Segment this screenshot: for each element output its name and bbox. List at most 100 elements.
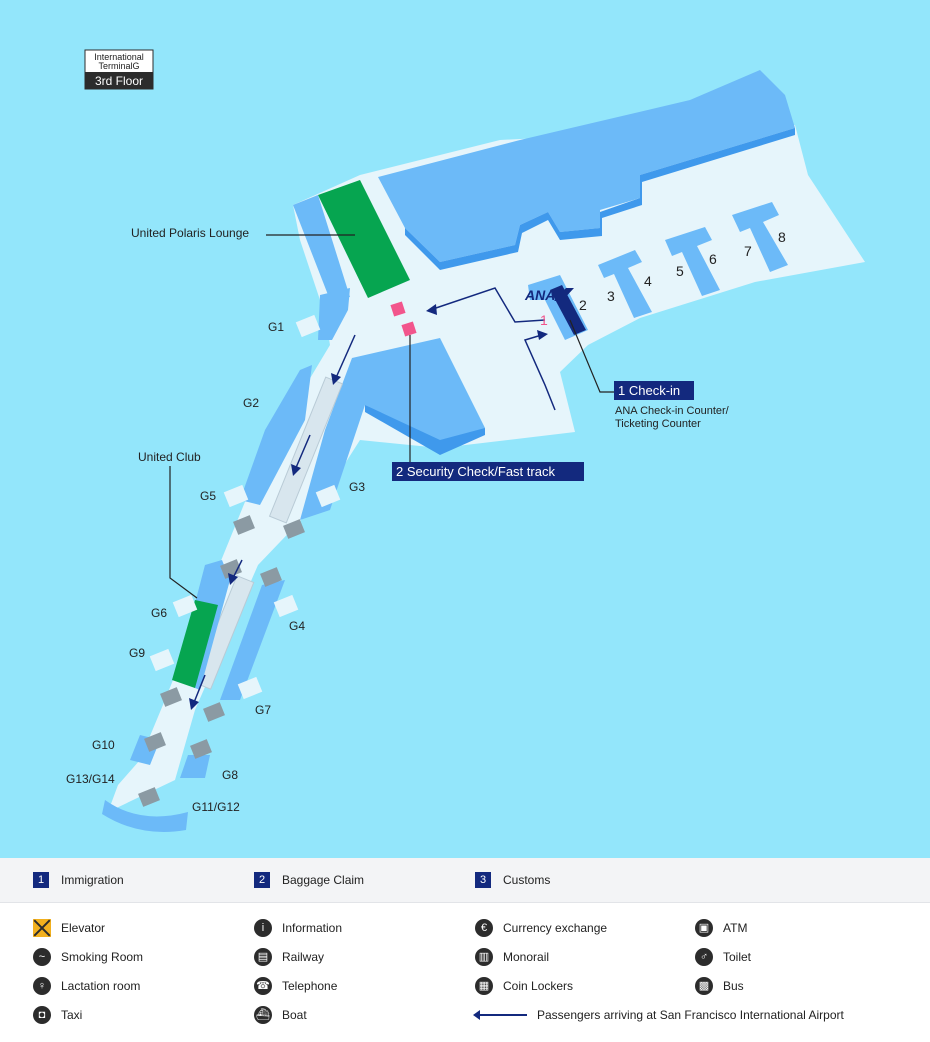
legend-label: Smoking Room xyxy=(61,950,144,964)
legend-customs: 3 Customs xyxy=(475,871,550,889)
legend-label: Passengers arriving at San Francisco Int… xyxy=(537,1008,844,1022)
taxi-icon: ◘ xyxy=(33,1006,51,1024)
checkin-callout-sub1: ANA Check-in Counter/ xyxy=(615,405,730,417)
boat-icon: ⛴ xyxy=(254,1006,272,1024)
number-badge: 3 xyxy=(475,872,491,888)
bus-icon: ▩ xyxy=(695,977,713,995)
gate-label-g2: G2 xyxy=(243,396,259,410)
facility-box xyxy=(283,519,305,539)
legend-label: Currency exchange xyxy=(503,921,608,935)
legend-taxi: ◘ Taxi xyxy=(33,1004,82,1026)
g4-block xyxy=(220,580,285,700)
united-club xyxy=(172,600,218,688)
legend-arrival-route: Passengers arriving at San Francisco Int… xyxy=(473,1004,844,1026)
counter-number-7: 7 xyxy=(744,243,752,259)
legend-label: Boat xyxy=(282,1008,307,1022)
currency-exchange-icon: € xyxy=(475,919,493,937)
g2-block xyxy=(240,365,312,505)
legend-label: Customs xyxy=(503,873,551,887)
legend-label: Elevator xyxy=(61,921,106,935)
gate-label-g10: G10 xyxy=(92,738,115,752)
legend-currency-exchange: € Currency exchange xyxy=(475,917,607,939)
counter-number-5: 5 xyxy=(676,263,684,279)
legend-label: Toilet xyxy=(723,950,752,964)
legend-coin-lockers: ▦ Coin Lockers xyxy=(475,975,573,997)
gate-label-g3: G3 xyxy=(349,480,365,494)
gate-tab xyxy=(295,314,321,338)
number-badge: 2 xyxy=(254,872,270,888)
legend-label: Coin Lockers xyxy=(503,979,574,993)
center-block xyxy=(300,338,485,520)
legend-label: Information xyxy=(282,921,343,935)
smoking-room-icon: ~ xyxy=(33,948,51,966)
polaris-lounge xyxy=(318,180,410,298)
arrival-route xyxy=(192,287,556,706)
checkin-callout-title: 1 Check-in xyxy=(618,383,680,398)
legend-telephone: ☎ Telephone xyxy=(254,975,337,997)
coin-lockers-icon: ▦ xyxy=(475,977,493,995)
legend-label: Bus xyxy=(723,979,744,993)
facility-box xyxy=(190,739,212,759)
floor-badge-line2: TerminalG xyxy=(98,61,139,71)
legend-toilet: ♂ Toilet xyxy=(695,946,751,968)
legend-railway: ▤ Railway xyxy=(254,946,324,968)
gate-label-g1: G1 xyxy=(268,320,284,334)
security-callout-box xyxy=(392,462,584,481)
g1-block xyxy=(318,288,350,340)
legend-baggage-claim: 2 Baggage Claim xyxy=(254,871,364,889)
gate-label-g4: G4 xyxy=(289,619,305,633)
floor-badge-line3: 3rd Floor xyxy=(95,74,143,88)
checkin-callout-sub2: Ticketing Counter xyxy=(615,418,701,430)
counter-number-4: 4 xyxy=(644,273,652,289)
center-block-side xyxy=(365,405,485,455)
toilet-icon: ♂ xyxy=(695,948,713,966)
legend-atm: ▣ ATM xyxy=(695,917,747,939)
g8-block xyxy=(180,755,210,778)
upper-block-side xyxy=(405,128,795,270)
terminal-floor xyxy=(108,125,865,812)
gate-label-g7: G7 xyxy=(255,703,271,717)
legend-label: Railway xyxy=(282,950,325,964)
legend-bus: ▩ Bus xyxy=(695,975,744,997)
legend-boat: ⛴ Boat xyxy=(254,1004,307,1026)
gate-tab xyxy=(237,676,263,700)
atm-icon: ▣ xyxy=(695,919,713,937)
legend-immigration: 1 Immigration xyxy=(33,871,124,889)
ana-logo-text: ANA xyxy=(524,287,555,303)
gate-tab xyxy=(315,484,341,508)
numbered-legend: 1 Immigration 2 Baggage Claim 3 Customs xyxy=(0,858,930,903)
counter-number-8: 8 xyxy=(778,229,786,245)
telephone-icon: ☎ xyxy=(254,977,272,995)
floor-badge-line1: International xyxy=(94,52,144,62)
facility-box xyxy=(160,687,182,707)
gate-label-g5: G5 xyxy=(200,489,216,503)
number-badge: 1 xyxy=(33,872,49,888)
legend-label: Immigration xyxy=(61,873,124,887)
facility-box xyxy=(260,567,282,587)
security-checkpoint xyxy=(390,301,406,317)
legend-monorail: ▥ Monorail xyxy=(475,946,549,968)
facility-box xyxy=(220,559,242,579)
legend-label: ATM xyxy=(723,921,748,935)
gate-label-g8: G8 xyxy=(222,768,238,782)
gate-tab xyxy=(149,648,175,672)
route-arrowheads xyxy=(189,304,548,710)
facility-box xyxy=(203,702,225,722)
counter-number-6: 6 xyxy=(709,251,717,267)
gate-tab xyxy=(223,484,249,508)
lactation-room-icon: ♀ xyxy=(33,977,51,995)
gate-label-g13-g14: G13/G14 xyxy=(66,772,115,786)
legend-label: Telephone xyxy=(282,979,338,993)
elevator-icon xyxy=(33,919,51,937)
security-checkpoint xyxy=(401,321,417,337)
legend-label: Lactation room xyxy=(61,979,141,993)
map-legend: 1 Immigration 2 Baggage Claim 3 Customs … xyxy=(0,858,930,1042)
polaris-lounge-label: United Polaris Lounge xyxy=(131,226,249,240)
counter-5-6 xyxy=(665,227,720,296)
route-number: 1 xyxy=(540,312,548,328)
floor-badge: International TerminalG 3rd Floor xyxy=(84,49,154,90)
united-club-label: United Club xyxy=(138,450,201,464)
leader-lines xyxy=(169,234,615,599)
counter-3-4 xyxy=(598,250,652,318)
facility-box xyxy=(144,732,166,752)
